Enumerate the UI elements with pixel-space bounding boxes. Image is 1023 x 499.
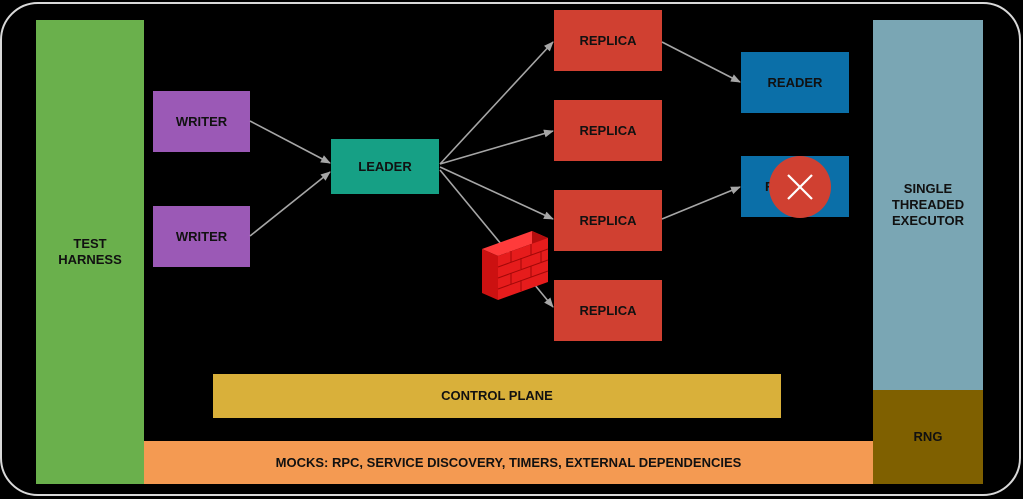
replica-box-4: REPLICA xyxy=(554,280,662,341)
writer-box-1: WRITER xyxy=(153,91,250,152)
writer-label: WRITER xyxy=(175,113,228,129)
single-threaded-executor-box: SINGLE THREADED EXECUTOR xyxy=(873,20,983,390)
rng-label: RNG xyxy=(913,429,943,444)
mocks-box: MOCKS: RPC, SERVICE DISCOVERY, TIMERS, E… xyxy=(144,441,873,484)
replica-box-3: REPLICA xyxy=(554,190,662,251)
reader-label: READER xyxy=(767,74,823,90)
replica-label: REPLICA xyxy=(579,122,637,138)
replica-box-2: REPLICA xyxy=(554,100,662,161)
close-icon xyxy=(769,156,831,218)
leader-label: LEADER xyxy=(358,158,412,174)
replica-label: REPLICA xyxy=(579,212,637,228)
replica-label: REPLICA xyxy=(579,32,637,48)
rng-box: RNG xyxy=(873,390,983,484)
replica-box-1: REPLICA xyxy=(554,10,662,71)
test-harness-label: TEST HARNESS xyxy=(58,236,122,267)
writer-box-2: WRITER xyxy=(153,206,250,267)
control-plane-label: CONTROL PLANE xyxy=(441,388,553,403)
test-harness-box: TEST HARNESS xyxy=(36,20,144,484)
reader-box-1: READER xyxy=(741,52,849,113)
executor-label: SINGLE THREADED EXECUTOR xyxy=(891,181,965,228)
writer-label: WRITER xyxy=(175,228,228,244)
control-plane-box: CONTROL PLANE xyxy=(213,374,781,418)
leader-box: LEADER xyxy=(331,139,439,194)
mocks-label: MOCKS: RPC, SERVICE DISCOVERY, TIMERS, E… xyxy=(275,454,742,470)
replica-label: REPLICA xyxy=(579,302,637,318)
